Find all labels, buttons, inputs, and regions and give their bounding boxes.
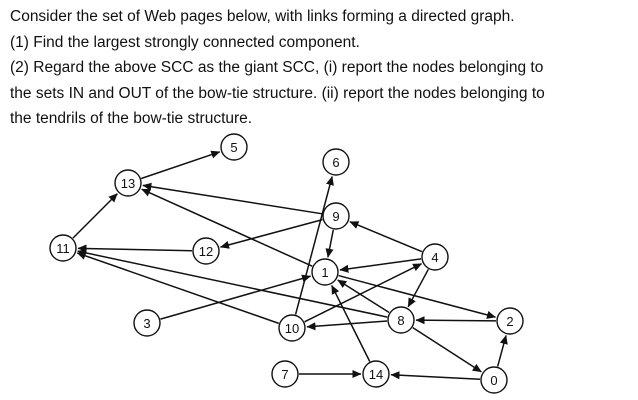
node-7: 7 <box>271 360 299 388</box>
node-label: 13 <box>121 176 135 191</box>
edge-8-to-10 <box>306 320 388 331</box>
node-12: 12 <box>192 237 220 265</box>
node-circle <box>49 234 77 262</box>
edge-0-to-14 <box>390 371 481 381</box>
edge-12-to-11 <box>77 244 193 253</box>
question-line-2: (1) Find the largest strongly connected … <box>10 33 360 51</box>
node-circle <box>311 258 339 286</box>
node-circle <box>362 360 390 388</box>
edge-4-to-1 <box>339 258 422 273</box>
node-circle <box>220 133 248 161</box>
node-9: 9 <box>322 202 350 230</box>
edge-8-to-0 <box>412 326 482 373</box>
edge-1-to-13 <box>141 188 313 267</box>
node-14: 14 <box>362 360 390 388</box>
node-circle <box>114 169 142 197</box>
edge-9-to-13 <box>142 182 323 215</box>
node-label: 11 <box>56 241 70 256</box>
node-1: 1 <box>311 258 339 286</box>
node-circle <box>278 314 306 342</box>
node-4: 4 <box>421 243 449 271</box>
edge-11-to-13 <box>72 193 118 239</box>
node-label: 5 <box>230 140 237 155</box>
node-10: 10 <box>278 314 306 342</box>
node-2: 2 <box>496 307 524 335</box>
node-circle <box>322 148 350 176</box>
node-5: 5 <box>220 133 248 161</box>
node-8: 8 <box>387 306 415 334</box>
edge-8-to-1 <box>337 279 390 314</box>
node-circle <box>192 237 220 265</box>
question-line-3: (2) Regard the above SCC as the giant SC… <box>10 59 544 76</box>
node-label: 6 <box>332 155 339 170</box>
node-label: 1 <box>321 265 328 280</box>
question-line-4: the sets IN and OUT of the bow-tie struc… <box>10 84 545 102</box>
node-13: 13 <box>114 169 142 197</box>
node-label: 0 <box>490 373 497 388</box>
node-0: 0 <box>480 366 508 394</box>
node-3: 3 <box>133 309 161 337</box>
node-circle <box>133 309 161 337</box>
node-label: 14 <box>369 367 383 382</box>
node-circle <box>496 307 524 335</box>
node-circle <box>387 306 415 334</box>
edge-10-to-6 <box>294 176 334 315</box>
edge-4-to-9 <box>349 221 423 253</box>
node-label: 3 <box>143 316 150 331</box>
edge-1-to-2 <box>338 274 496 319</box>
edge-0-to-2 <box>496 335 508 367</box>
node-label: 2 <box>506 314 513 329</box>
node-label: 10 <box>285 321 299 336</box>
question-line-5: the tendrils of the bow-tie structure. <box>10 110 253 127</box>
edge-10-to-4 <box>304 262 422 323</box>
node-label: 8 <box>397 313 404 328</box>
edge-10-to-11 <box>76 251 280 325</box>
node-circle <box>271 360 299 388</box>
edge-2-to-8 <box>415 316 497 325</box>
node-circle <box>322 202 350 230</box>
question-line-1: Consider the set of Web pages below, wit… <box>10 8 515 25</box>
node-circle <box>480 366 508 394</box>
edge-14-to-1 <box>331 285 371 362</box>
node-circle <box>421 243 449 271</box>
question-text: Consider the set of Web pages below, wit… <box>10 4 630 132</box>
node-label: 9 <box>332 209 339 224</box>
node-label: 12 <box>199 244 213 259</box>
edge-3-to-1 <box>160 274 312 320</box>
edge-4-to-8 <box>407 268 430 308</box>
edge-13-to-5 <box>141 150 221 180</box>
node-6: 6 <box>322 148 350 176</box>
edges <box>72 150 508 381</box>
node-label: 7 <box>281 367 288 382</box>
node-label: 4 <box>431 250 438 265</box>
edge-9-to-1 <box>325 229 335 258</box>
node-11: 11 <box>49 234 77 262</box>
edge-9-to-12 <box>220 218 323 249</box>
